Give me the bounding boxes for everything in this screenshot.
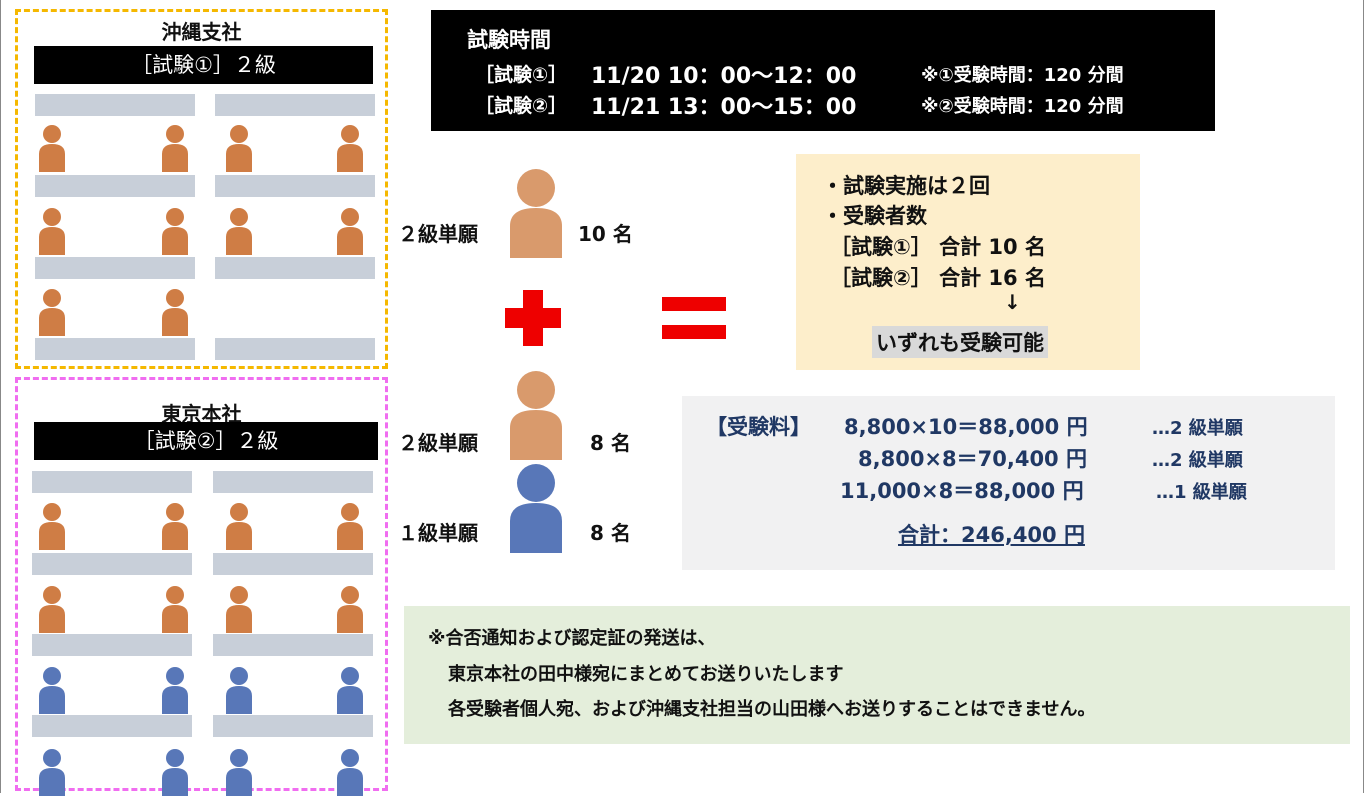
- plus-icon: [505, 290, 561, 346]
- summary-line-3: ［試験①］ 合計 10 名: [830, 235, 1046, 259]
- summary-line-4: ［試験②］ 合計 16 名: [830, 266, 1046, 290]
- exam-schedule-box: 試験時間 ［試験①］ 11/20 10：00～12：00 ※①受験時間：120 …: [431, 10, 1215, 131]
- person-icon: [225, 502, 253, 550]
- notice-line-2: 東京本社の田中様宛にまとめてお送りいたします: [448, 664, 844, 685]
- summary-line-2: ・受験者数: [822, 204, 927, 228]
- desk: [35, 175, 195, 197]
- tokyo-exam-label: ［試験②］２級: [34, 422, 378, 460]
- person-icon: [161, 748, 189, 796]
- schedule-exam1-time: 11/20 10：00～12：00: [591, 64, 857, 89]
- person-icon: [38, 288, 66, 336]
- person-icon: [161, 666, 189, 714]
- person-icon: [510, 168, 562, 262]
- schedule-exam1-note: ※①受験時間：120 分間: [921, 65, 1124, 86]
- fee-row-2-note: …2 級単願: [1152, 450, 1243, 471]
- fee-row-2-calc: 8,800×8＝70,400 円: [858, 447, 1087, 471]
- count-value-2kyu-tokyo: 8 名: [590, 431, 631, 455]
- person-icon: [336, 124, 364, 172]
- person-icon: [225, 124, 253, 172]
- schedule-exam1-label: ［試験①］: [475, 64, 568, 86]
- person-icon: [161, 288, 189, 336]
- desk: [213, 553, 373, 575]
- desk: [32, 471, 192, 493]
- schedule-exam2-time: 11/21 13：00～15：00: [591, 95, 857, 120]
- desk: [32, 715, 192, 737]
- fee-row-1-calc: 8,800×10＝88,000 円: [844, 415, 1088, 439]
- summary-line-1: ・試験実施は２回: [822, 174, 990, 198]
- person-icon: [336, 666, 364, 714]
- count-label-2kyu-tokyo: ２級単願: [398, 431, 478, 455]
- desk: [215, 94, 375, 116]
- notice-line-1: ※合否通知および認定証の発送は、: [428, 628, 716, 649]
- person-icon: [38, 748, 66, 796]
- fee-row-1-note: …2 級単願: [1152, 418, 1243, 439]
- person-icon: [510, 370, 562, 464]
- okinawa-exam-label: ［試験①］２級: [34, 46, 373, 84]
- summary-box: ・試験実施は２回 ・受験者数 ［試験①］ 合計 10 名 ［試験②］ 合計 16…: [796, 154, 1140, 370]
- person-icon: [336, 748, 364, 796]
- person-icon: [38, 666, 66, 714]
- person-icon: [336, 585, 364, 633]
- desk: [32, 634, 192, 656]
- person-icon: [225, 585, 253, 633]
- desk: [213, 471, 373, 493]
- count-value-1kyu-tokyo: 8 名: [590, 521, 631, 545]
- count-label-1kyu-tokyo: １級単願: [398, 521, 478, 545]
- person-icon: [161, 502, 189, 550]
- desk: [35, 94, 195, 116]
- tokyo-office-panel: 東京本社 ［試験②］２級: [15, 377, 388, 796]
- person-icon: [161, 124, 189, 172]
- desk: [215, 257, 375, 279]
- person-icon: [225, 666, 253, 714]
- person-icon: [38, 502, 66, 550]
- person-icon: [510, 463, 562, 557]
- fee-row-3-calc: 11,000×8＝88,000 円: [840, 479, 1084, 503]
- desk: [215, 175, 375, 197]
- person-icon: [225, 748, 253, 796]
- person-icon: [161, 207, 189, 255]
- desk: [35, 257, 195, 279]
- schedule-heading: 試験時間: [467, 28, 551, 52]
- frame-left-line: [0, 0, 1, 793]
- person-icon: [38, 207, 66, 255]
- fee-total: 合計：246,400 円: [898, 523, 1085, 547]
- desk: [213, 715, 373, 737]
- person-icon: [38, 585, 66, 633]
- schedule-exam2-label: ［試験②］: [475, 95, 568, 117]
- desk: [32, 553, 192, 575]
- person-icon: [161, 585, 189, 633]
- person-icon: [336, 502, 364, 550]
- frame-right-line: [1363, 0, 1364, 793]
- desk: [215, 338, 375, 360]
- equals-icon: [662, 297, 726, 339]
- notice-box: ※合否通知および認定証の発送は、 東京本社の田中様宛にまとめてお送りいたします …: [404, 606, 1350, 744]
- notice-line-3: 各受験者個人宛、および沖縄支社担当の山田様へお送りすることはできません。: [448, 699, 1096, 720]
- summary-result: いずれも受験可能: [872, 326, 1048, 358]
- okinawa-office-panel: 沖縄支社 ［試験①］２級: [15, 9, 388, 369]
- person-icon: [336, 207, 364, 255]
- desk: [213, 634, 373, 656]
- fee-box: 【受験料】 8,800×10＝88,000 円 …2 級単願 8,800×8＝7…: [682, 396, 1335, 570]
- schedule-exam2-note: ※②受験時間：120 分間: [921, 96, 1124, 117]
- count-label-2kyu-okinawa: ２級単願: [398, 222, 478, 246]
- summary-arrow: ↓: [1004, 290, 1021, 314]
- okinawa-office-title: 沖縄支社: [161, 20, 242, 44]
- person-icon: [38, 124, 66, 172]
- count-value-2kyu-okinawa: 10 名: [578, 222, 633, 246]
- person-icon: [225, 207, 253, 255]
- desk: [35, 338, 195, 360]
- fee-label: 【受験料】: [706, 415, 811, 439]
- fee-row-3-note: …1 級単願: [1156, 482, 1247, 503]
